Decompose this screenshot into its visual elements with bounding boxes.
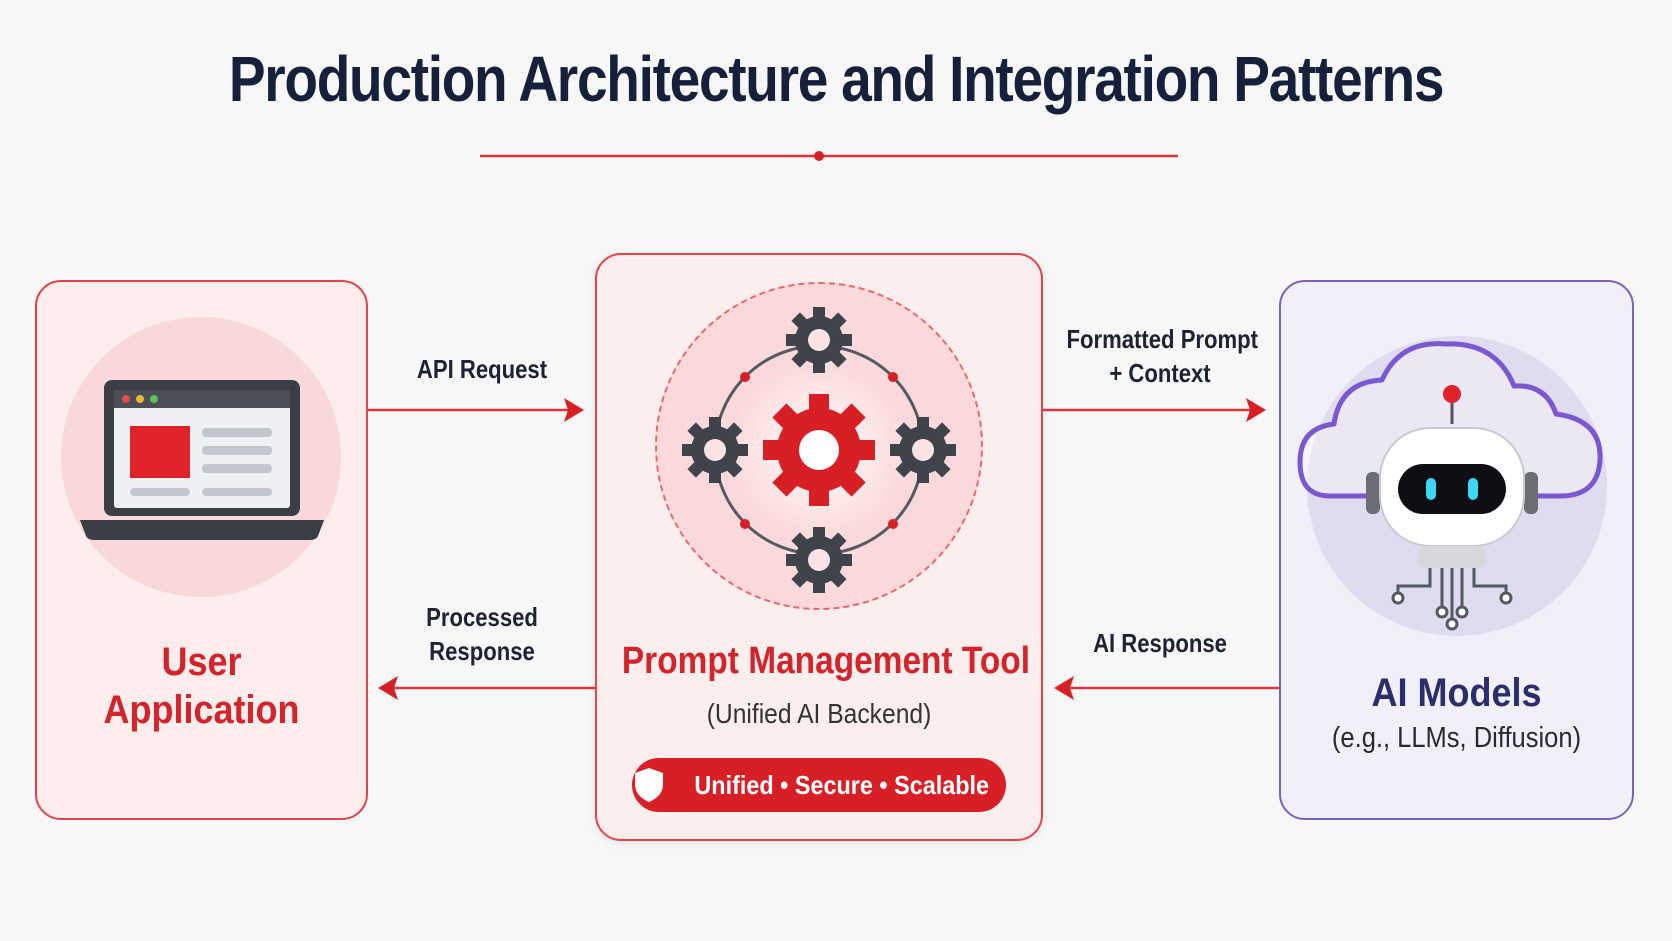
processed-response-label: Processed Response [426, 602, 538, 666]
shield-icon [635, 768, 664, 802]
features-badge-label: Unified • Secure • Scalable [694, 769, 990, 800]
ai-models-subtitle: (e.g., LLMs, Diffusion) [1331, 722, 1582, 754]
features-badge: Unified • Secure • Scalable [632, 758, 1006, 812]
page-title: Production Architecture and Integration … [228, 43, 1445, 115]
formatted-prompt-label: Formatted Prompt + Context [1066, 324, 1259, 388]
api-request-label: API Request [416, 354, 548, 384]
ai-models-title: AI Models [1371, 671, 1542, 715]
prompt-management-tool-title: Prompt Management Tool [621, 640, 1030, 682]
ai-response-label: AI Response [1093, 628, 1227, 658]
prompt-management-tool-subtitle: (Unified AI Backend) [706, 698, 932, 729]
